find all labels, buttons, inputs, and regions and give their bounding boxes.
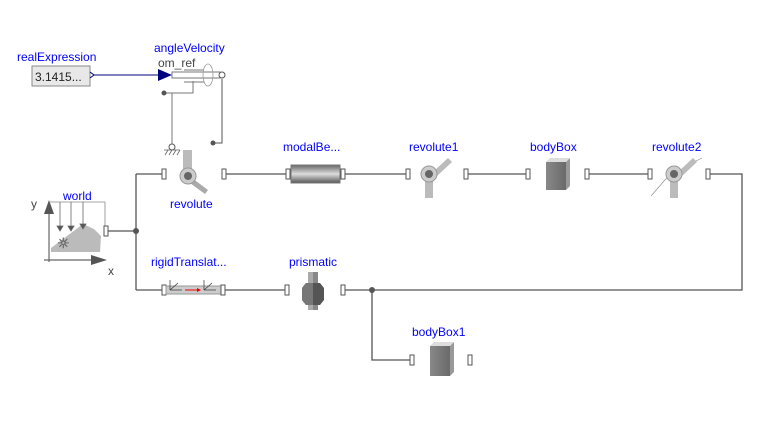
revolute1-block[interactable]: revolute1	[405, 140, 469, 198]
rigid-translation-block[interactable]: rigidTranslat...	[151, 255, 227, 296]
revolute-arm-icon	[670, 176, 678, 198]
revolute-arm-icon	[425, 176, 433, 198]
frame-a-port[interactable]	[161, 284, 167, 296]
y-axis-arrow-icon	[44, 200, 54, 214]
connections	[93, 74, 743, 361]
gravity-arrows-icon	[56, 202, 87, 232]
box-front-icon	[546, 162, 566, 190]
world-x-axis-label: x	[108, 264, 114, 278]
support-port[interactable]	[168, 143, 176, 151]
junction-dot	[133, 228, 139, 234]
flange-wire	[213, 79, 223, 144]
revolute-arm-icon	[183, 150, 192, 172]
modal-beam-block[interactable]: modalBe...	[283, 140, 346, 184]
translation-arrow-icon	[197, 288, 201, 292]
rotation-arrow-icon	[202, 63, 214, 87]
junction-dot	[161, 90, 167, 96]
angle-velocity-block[interactable]: angleVelocity om_ref	[154, 41, 226, 156]
body-box1-label: bodyBox1	[412, 325, 466, 339]
om-ref-label: om_ref	[158, 56, 196, 70]
rigid-translation-label: rigidTranslat...	[151, 255, 227, 269]
world-block[interactable]: y x ☼ world	[31, 189, 114, 278]
frame-b-port[interactable]	[220, 284, 226, 296]
frame-a-port[interactable]	[284, 284, 290, 296]
body-box-block[interactable]: bodyBox	[525, 140, 590, 190]
body-box-label: bodyBox	[530, 140, 577, 154]
real-expression-label: realExpression	[17, 50, 96, 64]
frame-a-port[interactable]	[285, 168, 291, 180]
frame-a-port[interactable]	[405, 168, 411, 180]
prismatic-block[interactable]: prismatic	[284, 255, 346, 310]
box-side-icon	[566, 158, 570, 190]
support-wire	[172, 81, 194, 94]
wire-revolute2-prismatic[interactable]	[343, 173, 743, 291]
junction-dot	[210, 140, 216, 146]
revolute-axis-icon	[670, 170, 678, 178]
revolute2-block[interactable]: revolute2	[647, 140, 711, 198]
angle-velocity-label: angleVelocity	[154, 41, 225, 55]
revolute-axis-icon	[425, 170, 433, 178]
revolute1-label: revolute1	[409, 140, 459, 154]
frame-b-port[interactable]	[340, 284, 346, 296]
beam-icon	[290, 164, 341, 184]
frame-a-port[interactable]	[647, 168, 653, 180]
prismatic-label: prismatic	[289, 255, 337, 269]
world-y-axis-label: y	[31, 197, 37, 211]
world-frame-port[interactable]	[103, 225, 109, 237]
input-arrow-icon[interactable]	[158, 69, 172, 81]
prismatic-body-icon	[302, 283, 313, 305]
frame-b-port[interactable]	[221, 168, 227, 180]
real-expression-value: 3.1415...	[35, 70, 82, 84]
ground-icon	[164, 149, 181, 156]
box-front-icon	[430, 346, 450, 376]
world-label: world	[62, 189, 92, 203]
frame-a-port[interactable]	[161, 168, 167, 180]
frame-b-port[interactable]	[463, 168, 469, 180]
frame-b-port[interactable]	[584, 168, 590, 180]
output-port-icon[interactable]	[89, 71, 95, 79]
frame-a-port[interactable]	[525, 168, 531, 180]
terrain-shape	[51, 224, 101, 252]
box-side-icon	[450, 342, 454, 376]
real-expression-block[interactable]: realExpression 3.1415...	[17, 50, 96, 87]
frame-b-port[interactable]	[340, 168, 346, 180]
flange-port[interactable]	[218, 71, 226, 79]
body-box1-block[interactable]: bodyBox1	[409, 325, 473, 376]
revolute2-label: revolute2	[652, 140, 702, 154]
box-top-icon	[430, 342, 454, 346]
sun-gear-icon: ☼	[57, 236, 70, 252]
frame-axes-icon	[169, 280, 216, 291]
revolute-arm-icon	[433, 158, 452, 176]
revolute-label: revolute	[170, 197, 213, 211]
revolute-block[interactable]: revolute	[161, 150, 227, 211]
junction-dot	[369, 287, 375, 293]
frame-a-port[interactable]	[409, 354, 415, 366]
frame-b-port[interactable]	[467, 354, 473, 366]
modal-beam-label: modalBe...	[283, 140, 340, 154]
wire-prismatic-bodybox1[interactable]	[371, 290, 412, 361]
revolute-axis-icon	[184, 172, 192, 180]
frame-b-port[interactable]	[705, 168, 711, 180]
revolute-arm-icon	[678, 158, 697, 176]
box-top-icon	[546, 158, 570, 162]
x-axis-arrow-icon	[91, 255, 107, 265]
support-wire	[164, 92, 173, 147]
revolute-arm-icon	[190, 178, 208, 194]
real-expression-box	[31, 65, 91, 87]
